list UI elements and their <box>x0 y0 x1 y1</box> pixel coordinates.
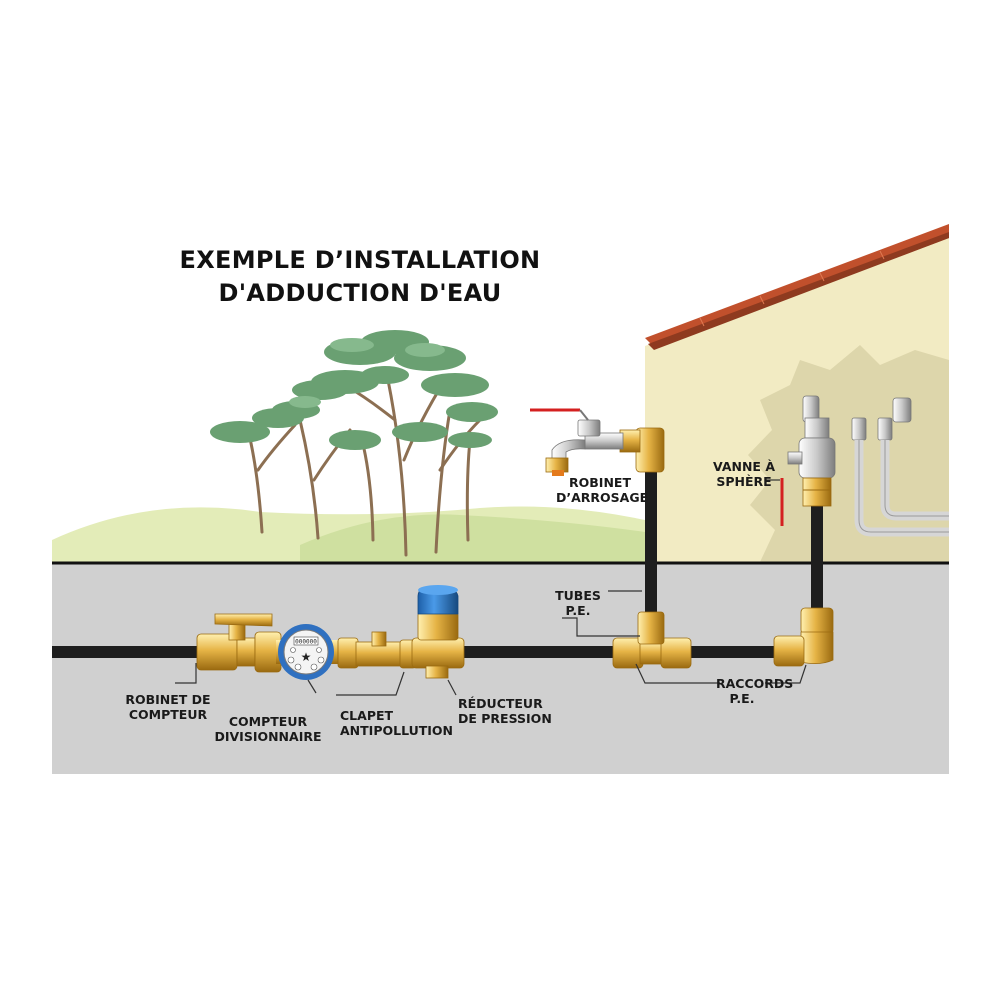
house <box>645 224 949 562</box>
label-line: ANTIPOLLUTION <box>340 723 454 738</box>
tee-fitting-bottom <box>612 611 692 669</box>
label-line: D’ARROSAGE <box>556 490 649 505</box>
label-vanne-sphere: VANNE À SPHÈRE <box>712 459 776 489</box>
manifold <box>802 395 949 537</box>
meter-digits: 000000 <box>295 639 317 646</box>
garden-tap <box>530 408 624 476</box>
tee-fitting-top <box>619 427 665 473</box>
label-line: COMPTEUR <box>228 714 308 729</box>
label-line: P.E. <box>565 603 591 618</box>
label-line: DIVISIONNAIRE <box>214 729 322 744</box>
diagram-title-line1: EXEMPLE D’INSTALLATION <box>179 246 541 274</box>
garden-riser-pipe <box>645 470 657 650</box>
label-line: DE PRESSION <box>458 711 552 726</box>
label-line: ROBINET DE <box>125 692 211 707</box>
label-compteur-divisionnaire: COMPTEUR DIVISIONNAIRE <box>212 714 324 744</box>
trees <box>210 330 498 557</box>
label-line: P.E. <box>729 691 755 706</box>
meter-valve <box>196 613 282 673</box>
grass-hill-dark <box>300 514 645 562</box>
label-line: VANNE À <box>713 459 775 474</box>
label-clapet-antipollution: CLAPET ANTIPOLLUTION <box>340 708 458 738</box>
svg-text:★: ★ <box>301 650 312 664</box>
label-line: SPHÈRE <box>716 474 772 489</box>
label-robinet-compteur: ROBINET DE COMPTEUR <box>122 692 214 722</box>
label-line: RÉDUCTEUR <box>458 696 543 711</box>
label-raccords-pe: RACCORDS P.E. <box>716 676 794 706</box>
label-line: COMPTEUR <box>128 707 208 722</box>
label-robinet-arrosage: ROBINET D’ARROSAGE <box>556 475 649 505</box>
leader-lines <box>175 479 807 696</box>
label-line: TUBES <box>555 588 601 603</box>
ball-valve <box>780 417 836 526</box>
label-tubes-pe: TUBES P.E. <box>549 588 607 618</box>
water-meter: 000000 ★ <box>276 624 338 680</box>
elbow-fitting <box>773 607 834 667</box>
label-line: RACCORDS <box>716 676 794 691</box>
label-reducteur-pression: RÉDUCTEUR DE PRESSION <box>458 696 558 726</box>
label-line: CLAPET <box>340 708 394 723</box>
diagram-title-line2: D'ADDUCTION D'EAU <box>218 279 502 307</box>
house-riser-pipe <box>811 505 823 625</box>
pressure-reducer <box>411 585 465 679</box>
label-line: ROBINET <box>569 475 631 490</box>
